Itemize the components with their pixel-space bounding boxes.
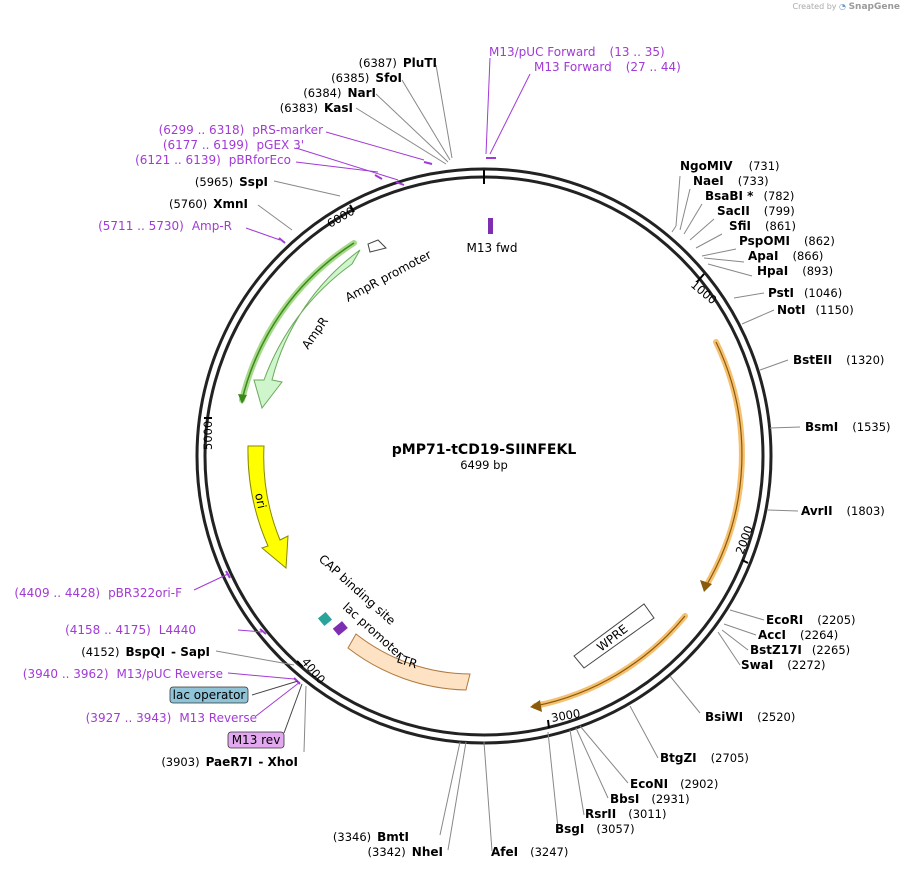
primer-mark-l4440 — [259, 628, 267, 635]
primer-amp-r: (5711 .. 5730)Amp-R — [98, 219, 232, 233]
label-ltr: LTR — [395, 652, 419, 672]
primer-mark-pbrforeco — [374, 174, 383, 180]
site-hpai: HpaI(893) — [757, 264, 833, 278]
tick-4000 — [296, 660, 304, 668]
primer-labels: M13/pUC Forward(13 .. 35) M13 Forward(27… — [14, 45, 681, 725]
lac-operator-label: lac operator — [173, 688, 246, 702]
tick-label-5000: 5000 — [201, 421, 215, 450]
ampr-orf-arrow — [238, 394, 247, 404]
site-acci: AccI(2264) — [758, 628, 838, 642]
leader-lines-right — [483, 175, 801, 852]
tick-label-4000: 4000 — [299, 655, 329, 686]
snapgene-logo-icon: ◔ — [839, 2, 847, 11]
snapgene-credit: Created by ◔ SnapGene — [792, 2, 900, 12]
site-econi: EcoNI(2902) — [630, 777, 718, 791]
site-sspi: (5965)SspI — [195, 175, 268, 189]
site-bmti: (3346)BmtI — [333, 830, 409, 844]
tick-3000 — [547, 719, 550, 729]
primer-mark-amp-r — [278, 237, 286, 244]
primer-mark-prs-marker — [423, 161, 433, 165]
site-btgzi: BtgZI(2705) — [660, 751, 749, 765]
primer-pbr322ori-f: (4409 .. 4428)pBR322ori-F — [14, 586, 182, 600]
site-naei: NaeI(733) — [693, 174, 769, 188]
primer-m13-puc-reverse: (3940 .. 3962)M13/pUC Reverse — [23, 667, 223, 681]
site-ecori: EcoRI(2205) — [766, 613, 856, 627]
site-labels-right: NgoMIV(731) NaeI(733) BsaBI *(782) SacII… — [491, 159, 891, 859]
site-bsabi: BsaBI *(782) — [705, 189, 794, 203]
orf-arc-1-line — [705, 341, 743, 587]
site-swai: SwaI(2272) — [741, 658, 826, 672]
site-rsrii: RsrII(3011) — [585, 807, 666, 821]
site-nhei: (3342)NheI — [368, 845, 443, 859]
leader-lines-boxed — [251, 680, 303, 734]
site-afei: AfeI(3247) — [491, 845, 568, 859]
tick-marks — [204, 204, 749, 729]
site-apai: ApaI(866) — [748, 249, 823, 263]
primer-m13-reverse: (3927 .. 3943)M13 Reverse — [86, 711, 257, 725]
site-sfii: SfiI(861) — [729, 219, 796, 233]
ampr-orf-arc-line — [241, 242, 355, 401]
leader-lines-primers — [193, 57, 531, 717]
site-xmni: (5760)XmnI — [169, 197, 248, 211]
ampr-promoter-shape — [367, 239, 387, 253]
primer-pbrforeco: (6121 .. 6139)pBRforEco — [135, 153, 291, 167]
site-bsgi: BsgI(3057) — [555, 822, 635, 836]
ampr-feature — [253, 249, 361, 410]
site-bsteii: BstEII(1320) — [793, 353, 884, 367]
label-ampr: AmpR — [299, 314, 331, 351]
label-ori: ori — [252, 492, 269, 510]
site-bspqi: (4152)BspQI- SapI — [81, 645, 210, 659]
site-sacii: SacII(799) — [717, 204, 795, 218]
primer-marks — [225, 157, 496, 685]
site-pspomi: PspOMI(862) — [739, 234, 835, 248]
primer-prs-marker: (6299 .. 6318)pRS-marker — [159, 123, 323, 137]
site-bstz17i: BstZ17I(2265) — [750, 643, 850, 657]
leader-lines-left — [215, 64, 467, 851]
label-m13-fwd: M13 fwd — [467, 241, 518, 255]
tick-2000 — [741, 559, 749, 564]
lac-operator-box — [169, 686, 249, 704]
site-noti: NotI(1150) — [777, 303, 854, 317]
credit-text: Created by — [792, 2, 837, 11]
site-paer7i: (3903)PaeR7I- XhoI — [161, 755, 298, 769]
primer-mark-pgex — [395, 181, 405, 186]
site-bsiwi: BsiWI(2520) — [705, 710, 795, 724]
site-psti: PstI(1046) — [768, 286, 842, 300]
site-sfoi: (6385)SfoI — [331, 71, 402, 85]
site-bsmi: BsmI(1535) — [805, 420, 891, 434]
m13-rev-box — [227, 731, 285, 749]
tick-label-2000: 2000 — [733, 524, 756, 556]
primer-m13-forward: M13 Forward(27 .. 44) — [534, 60, 681, 74]
ltr-feature — [347, 633, 471, 691]
orf-arc-2-arrow — [530, 700, 542, 712]
primer-m13-puc-forward: M13/pUC Forward(13 .. 35) — [489, 45, 665, 59]
tick-1000 — [696, 273, 705, 283]
tick-6000 — [349, 204, 355, 213]
site-pluti: (6387)PluTI — [359, 56, 437, 70]
site-avrii: AvrII(1803) — [801, 504, 885, 518]
m13-fwd-shape — [488, 218, 493, 234]
tick-label-3000: 3000 — [550, 706, 581, 725]
orf-arc-1-arrow — [700, 580, 712, 592]
plasmid-name: pMP71-tCD19-SIINFEKL — [392, 442, 577, 458]
plasmid-length: 6499 bp — [460, 458, 508, 472]
orf-arc-2-line — [534, 615, 686, 707]
site-kasi: (6383)KasI — [280, 101, 353, 115]
lac-promoter-shape — [332, 621, 348, 636]
credit-brand: SnapGene — [848, 2, 900, 12]
m13-rev-label: M13 rev — [232, 733, 281, 747]
site-nari: (6384)NarI — [303, 86, 376, 100]
tick-label-1000: 1000 — [688, 278, 719, 308]
site-labels-left: (6387)PluTI (6385)SfoI (6384)NarI (6383)… — [81, 56, 443, 859]
ori-feature — [247, 445, 289, 570]
cap-binding-site-shape — [317, 611, 333, 627]
site-ngomiv: NgoMIV(731) — [680, 159, 780, 173]
ampr-orf-arc — [239, 240, 357, 403]
site-bbsi: BbsI(2931) — [610, 792, 690, 806]
wpre-feature — [573, 603, 655, 669]
primer-l4440: (4158 .. 4175)L4440 — [65, 623, 196, 637]
primer-pgex: (6177 .. 6199)pGEX 3' — [163, 138, 304, 152]
